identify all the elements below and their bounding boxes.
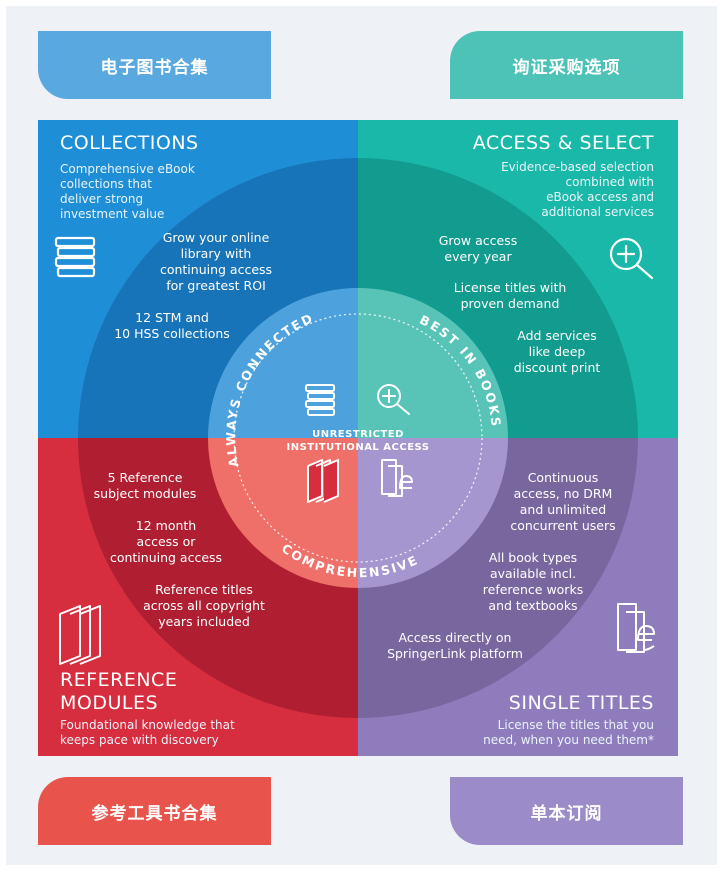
collections-title: COLLECTIONS: [60, 132, 199, 154]
center-ebook-e-icon: [381, 459, 413, 497]
feature-line: concurrent users: [510, 518, 616, 533]
feature-line: Add services: [517, 328, 597, 343]
feature-line: subject modules: [93, 486, 197, 501]
feature-line: discount print: [513, 360, 601, 375]
feature-line: continuing access: [159, 262, 273, 277]
feature-line: years included: [158, 614, 250, 629]
feature-line: access or: [136, 534, 196, 549]
desc-line: need, when you need them*: [483, 733, 654, 747]
desc-line: keeps pace with discovery: [60, 733, 219, 747]
feature-line: Grow access: [438, 233, 518, 248]
desc-line: Foundational knowledge that: [60, 718, 235, 732]
feature-line: and textbooks: [488, 598, 578, 613]
books-icon: [59, 605, 101, 665]
reference-desc: Foundational knowledge that keeps pace w…: [60, 718, 235, 748]
tag-ebook-collections: 电子图书合集: [38, 31, 271, 99]
tag-label: 电子图书合集: [100, 57, 209, 78]
reference-feature-2: 12 month access or continuing access: [98, 518, 234, 566]
access-feature-2: License titles with proven demand: [438, 280, 582, 312]
feature-line: License titles with: [453, 280, 567, 295]
single-titles-desc: License the titles that you need, when y…: [444, 718, 654, 748]
collections-desc: Comprehensive eBook collections that del…: [60, 162, 195, 222]
center-magnify-plus-icon: [377, 384, 410, 415]
title-line: MODULES: [60, 692, 159, 714]
feature-line: Grow your online: [162, 230, 270, 245]
desc-line: combined with: [565, 175, 654, 189]
desc-line: investment value: [60, 207, 165, 221]
center-books-icon: [307, 459, 339, 503]
reference-feature-3: Reference titles across all copyright ye…: [128, 582, 280, 630]
feature-line: Continuous: [527, 470, 599, 485]
reference-title: REFERENCE MODULES: [60, 669, 177, 715]
tag-label: 询证采购选项: [512, 57, 621, 78]
ebook-e-icon: [617, 603, 655, 653]
feature-line: every year: [444, 249, 512, 264]
feature-line: 10 HSS collections: [114, 326, 230, 341]
collections-feature-2: 12 STM and 10 HSS collections: [100, 310, 244, 342]
desc-line: Evidence-based selection: [501, 160, 654, 174]
access-select-title: ACCESS & SELECT: [472, 132, 654, 154]
tag-single-subscription: 单本订阅: [450, 777, 683, 845]
feature-line: access, no DRM: [513, 486, 613, 501]
dotted-ring: [233, 313, 483, 563]
feature-line: available incl.: [489, 566, 577, 581]
feature-line: like deep: [528, 344, 586, 359]
feature-line: SpringerLink platform: [387, 646, 523, 661]
title-line: REFERENCE: [60, 669, 178, 691]
feature-line: 12 month: [135, 518, 197, 533]
feature-line: 5 Reference: [107, 470, 183, 485]
feature-line: 12 STM and: [135, 310, 209, 325]
center-label: UNRESTRICTED INSTITUTIONAL ACCESS: [276, 428, 440, 454]
feature-line: Reference titles: [155, 582, 253, 597]
single-feature-3: Access directly on SpringerLink platform: [370, 630, 540, 662]
magnify-plus-icon: [609, 237, 654, 280]
book-stack-icon: [54, 236, 96, 278]
feature-line: library with: [180, 246, 252, 261]
feature-line: continuing access: [109, 550, 223, 565]
tag-label: 单本订阅: [530, 803, 603, 824]
center-book-stack-icon: [305, 384, 335, 416]
desc-line: additional services: [541, 205, 654, 219]
tag-reference-collections: 参考工具书合集: [38, 777, 271, 845]
feature-line: Access directly on: [398, 630, 512, 645]
feature-line: All book types: [488, 550, 578, 565]
access-select-desc: Evidence-based selection combined with e…: [474, 160, 654, 220]
desc-line: collections that: [60, 177, 153, 191]
desc-line: eBook access and: [546, 190, 654, 204]
feature-line: and unlimited: [519, 502, 607, 517]
desc-line: License the titles that you: [497, 718, 654, 732]
access-feature-3: Add services like deep discount print: [502, 328, 612, 376]
center-label-line: UNRESTRICTED: [312, 429, 404, 440]
feature-line: proven demand: [460, 296, 560, 311]
reference-feature-1: 5 Reference subject modules: [82, 470, 208, 502]
single-feature-2: All book types available incl. reference…: [470, 550, 596, 614]
collections-feature-1: Grow your online library with continuing…: [136, 230, 296, 294]
tag-label: 参考工具书合集: [91, 803, 218, 824]
center-label-line: INSTITUTIONAL ACCESS: [286, 442, 430, 453]
single-titles-title: SINGLE TITLES: [508, 692, 654, 714]
tag-evidence-based: 询证采购选项: [450, 31, 683, 99]
feature-line: across all copyright: [143, 598, 265, 613]
access-feature-1: Grow access every year: [424, 233, 532, 265]
single-feature-1: Continuous access, no DRM and unlimited …: [498, 470, 628, 534]
desc-line: Comprehensive eBook: [60, 162, 195, 176]
feature-line: for greatest ROI: [166, 278, 266, 293]
feature-line: reference works: [482, 582, 584, 597]
desc-line: deliver strong: [60, 192, 144, 206]
